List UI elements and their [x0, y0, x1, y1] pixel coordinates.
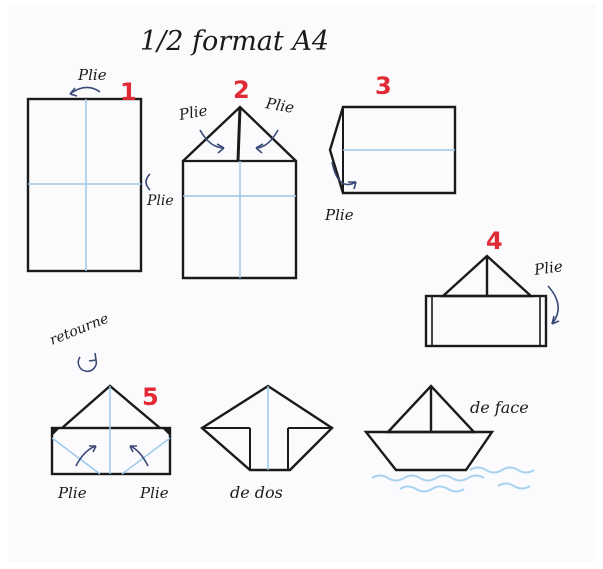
step-5-number: 5 — [142, 383, 159, 411]
step-1-number: 1 — [120, 78, 137, 106]
step-3-number: 3 — [375, 72, 392, 100]
step-1-side-label: Plie — [146, 193, 174, 209]
water-wave-2 — [400, 487, 464, 492]
step-5-right-guide — [122, 438, 170, 474]
step-7-hull — [366, 432, 492, 470]
step-5-left-corner — [52, 428, 60, 436]
step-5-left-guide — [52, 438, 100, 474]
title: 1/2 format A4 — [140, 26, 329, 57]
step-2-right-arrowhead-icon — [256, 144, 263, 153]
step-2-number: 2 — [233, 76, 250, 104]
step-4-number: 4 — [486, 227, 503, 255]
step-1-top-label: Plie — [77, 66, 107, 84]
step-6-label: de dos — [230, 483, 283, 502]
step-1: Plie Plie 1 — [28, 66, 174, 271]
step-4-label: Plie — [532, 257, 564, 279]
step-4: Plie 4 — [426, 227, 564, 346]
flip-over-arrowhead-icon — [89, 353, 96, 361]
step-5-left-label: Plie — [57, 484, 87, 502]
step-5: retourne Plie Plie 5 — [48, 311, 170, 502]
step-2-right-label: Plie — [263, 94, 295, 117]
step-3-label: Plie — [324, 206, 354, 224]
step-3: Plie 3 — [324, 72, 455, 224]
step-6: de dos — [202, 386, 332, 502]
step-2: Plie Plie 2 — [177, 76, 296, 278]
step-5-turn-label: retourne — [48, 311, 112, 349]
flip-over-icon — [78, 357, 96, 371]
step-1-sheet — [28, 99, 141, 271]
step-4-hull-band — [426, 296, 546, 346]
step-5-right-label: Plie — [139, 484, 169, 502]
step-2-left-label: Plie — [177, 101, 209, 124]
water-wave-1 — [372, 476, 484, 481]
step-7-label: de face — [470, 398, 529, 417]
step-1-side-fold-arrow-icon — [146, 174, 150, 190]
step-7: de face — [366, 386, 534, 492]
step-2-center-line — [238, 107, 240, 161]
step-5-right-corner — [162, 428, 170, 436]
water-wave-3 — [470, 468, 534, 473]
water-wave-4 — [498, 484, 530, 489]
